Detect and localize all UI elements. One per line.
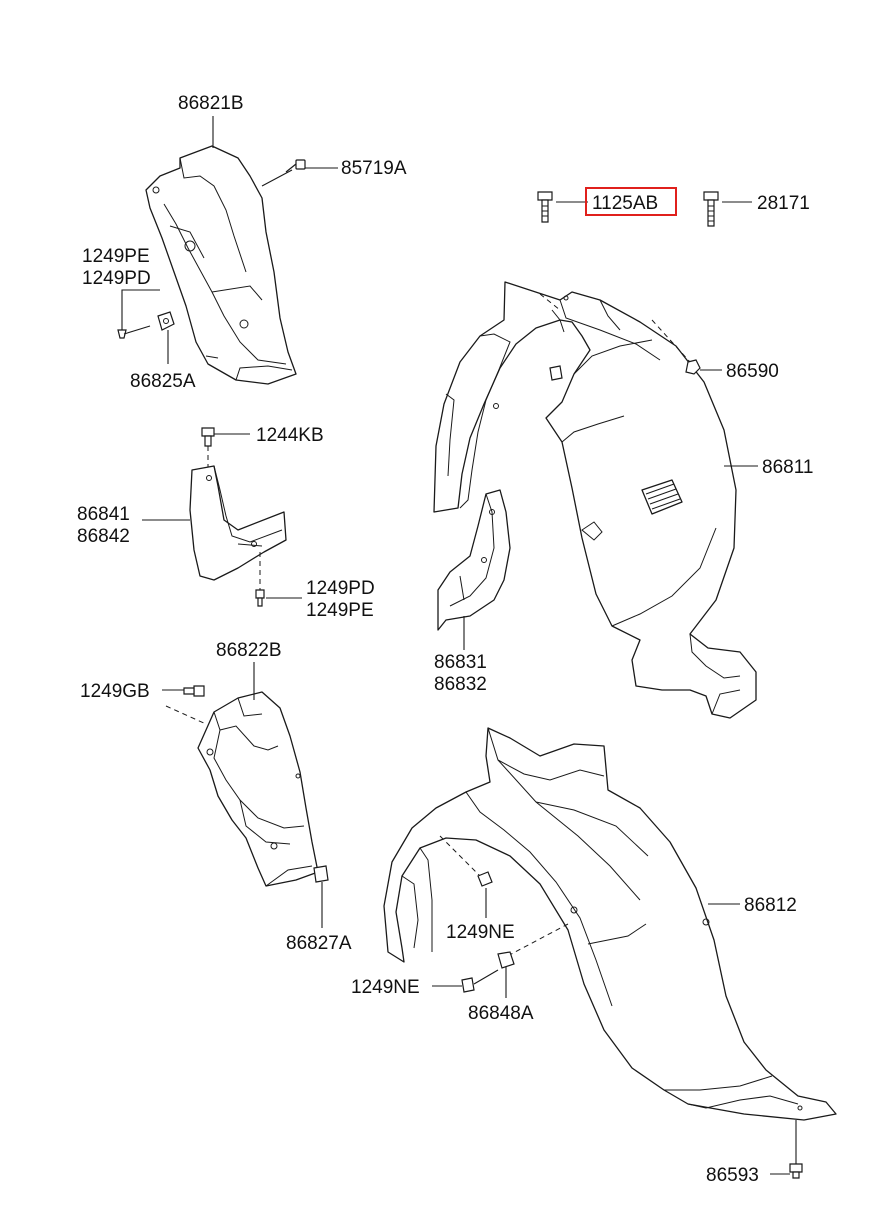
label-1249pd-upper: 1249PD bbox=[82, 268, 151, 289]
part-86831-drawing bbox=[437, 489, 511, 631]
label-86822b: 86822B bbox=[216, 640, 282, 661]
label-86811: 86811 bbox=[762, 457, 813, 478]
label-86841: 86841 bbox=[77, 504, 130, 525]
label-86821b: 86821B bbox=[178, 93, 244, 114]
label-1249pe-lower: 1249PE bbox=[306, 600, 374, 621]
label-1249gb: 1249GB bbox=[80, 681, 150, 702]
label-1244kb: 1244KB bbox=[256, 425, 324, 446]
label-86831: 86831 bbox=[434, 652, 487, 673]
screw-1249ne-upper-icon bbox=[477, 871, 493, 887]
bolt-1244kb-icon bbox=[201, 427, 215, 447]
label-1125ab: 1125AB bbox=[592, 193, 658, 214]
label-86593: 86593 bbox=[706, 1165, 759, 1186]
part-86812-drawing bbox=[383, 727, 837, 1121]
label-1249pd-lower: 1249PD bbox=[306, 578, 375, 599]
label-28171: 28171 bbox=[757, 193, 810, 214]
nut-86848a-icon bbox=[497, 951, 515, 969]
label-86848a: 86848A bbox=[468, 1003, 534, 1024]
label-86825a: 86825A bbox=[130, 371, 196, 392]
label-1249pe-upper: 1249PE bbox=[82, 246, 150, 267]
clip-86825a-icon bbox=[157, 311, 175, 331]
bolt-85719a-icon bbox=[285, 159, 306, 173]
screw-1249ne-lower-icon bbox=[461, 969, 499, 993]
highlight-box-1125ab bbox=[585, 187, 677, 216]
label-86842: 86842 bbox=[77, 526, 130, 547]
dash-1249gb bbox=[165, 705, 207, 725]
label-86832: 86832 bbox=[434, 674, 487, 695]
label-1249ne-upper: 1249NE bbox=[446, 922, 515, 943]
part-86811-leaders bbox=[539, 293, 758, 467]
label-1249ne-lower: 1249NE bbox=[351, 977, 420, 998]
part-86812-leaders bbox=[432, 835, 797, 1164]
part-86841-drawing bbox=[189, 465, 287, 581]
label-86827a: 86827A bbox=[286, 933, 352, 954]
part-86822b-drawing bbox=[197, 691, 319, 887]
bolt-1125ab-icon bbox=[537, 191, 553, 223]
label-86812: 86812 bbox=[744, 895, 797, 916]
screw-1249pd-icon bbox=[255, 589, 265, 607]
bolt-1249gb-icon bbox=[183, 685, 205, 697]
screw-1249pe-icon bbox=[117, 325, 151, 339]
part-86821b-drawing bbox=[145, 145, 297, 385]
bolt-28171-icon bbox=[703, 191, 719, 227]
nut-86590-icon bbox=[685, 359, 701, 375]
clip-86827a-icon bbox=[313, 865, 329, 883]
label-86590: 86590 bbox=[726, 361, 779, 382]
part-86821b-leaders bbox=[121, 116, 338, 364]
bolt-86593-icon bbox=[789, 1163, 803, 1179]
part-86811-drawing bbox=[433, 281, 757, 719]
clip-upper-icon bbox=[549, 365, 563, 381]
label-85719a: 85719A bbox=[341, 158, 407, 179]
